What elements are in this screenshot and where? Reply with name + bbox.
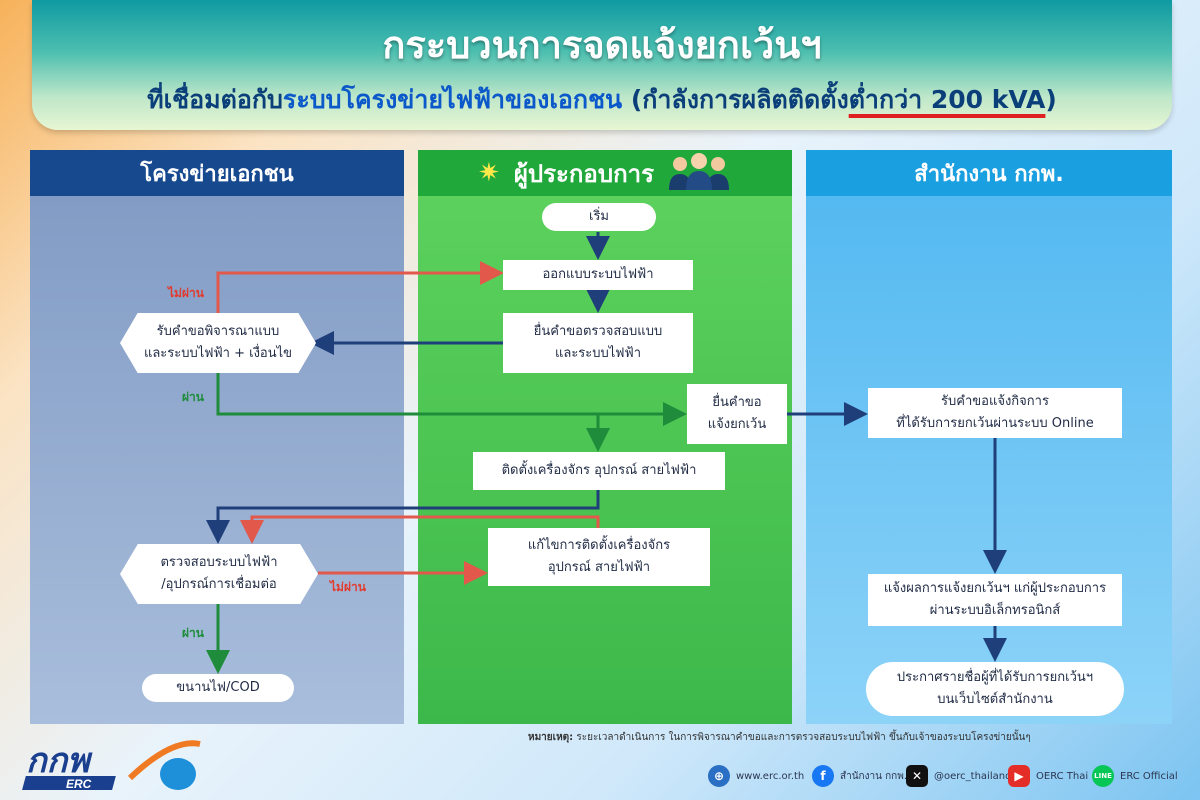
arrow-fix-to-inspect <box>240 515 600 544</box>
social-facebook[interactable]: f สำนักงาน กกพ. <box>812 764 907 788</box>
step-receive-online-request: รับคำขอแจ้งกิจการ ที่ได้รับการยกเว้นผ่าน… <box>868 388 1122 438</box>
step-install-equipment: ติดตั้งเครื่องจักร อุปกรณ์ สายไฟฟ้า <box>473 452 725 490</box>
step-inspect-connection: ตรวจสอบระบบไฟฟ้า /อุปกรณ์การเชื่อมต่อ <box>120 544 318 604</box>
label-pass-inspect: ผ่าน <box>182 626 204 640</box>
social-facebook-label: สำนักงาน กกพ. <box>840 770 908 782</box>
footnote-text: ระยะเวลาดำเนินการ ในการพิจารณาคำขอและการ… <box>573 732 1031 743</box>
social-youtube[interactable]: ▶ OERC Thai <box>1008 764 1088 788</box>
sparkle-icon: ✷ <box>478 158 500 188</box>
step-cod: ขนานไฟ/COD <box>142 674 294 702</box>
lane-header-private-grid: โครงข่ายเอกชน <box>30 150 404 196</box>
erc-logo: กกพ ERC <box>22 738 202 798</box>
step-announce-list: ประกาศรายชื่อผู้ที่ได้รับการยกเว้นฯ บนเว… <box>866 662 1124 716</box>
social-youtube-label: OERC Thai <box>1036 770 1089 782</box>
step-submit-exemption: ยื่นคำขอ แจ้งยกเว้น <box>687 384 787 444</box>
social-web-label: www.erc.or.th <box>736 770 805 782</box>
logo-main-text: กกพ <box>26 742 93 780</box>
subtitle-part-1: ที่เชื่อมต่อกับ <box>147 85 283 114</box>
page-subtitle: ที่เชื่อมต่อกับระบบโครงข่ายไฟฟ้าของเอกชน… <box>32 80 1172 120</box>
subtitle-part-3: (กำลังการผลิตติดตั้ง <box>622 85 849 114</box>
social-x[interactable]: ✕ @oerc_thailand <box>906 764 1011 788</box>
step-start: เริ่ม <box>542 203 656 231</box>
facebook-icon: f <box>812 765 834 787</box>
arrow-install-to-inspect <box>206 490 600 544</box>
arrow-fail-redesign <box>216 261 504 318</box>
social-web[interactable]: ⊕ www.erc.or.th <box>708 764 804 788</box>
subtitle-part-2: ระบบโครงข่ายไฟฟ้าของเอกชน <box>282 85 623 114</box>
people-icon <box>666 150 732 196</box>
label-fail-design: ไม่ผ่าน <box>168 286 204 300</box>
step-submit-inspection-request: ยื่นคำขอตรวจสอบแบบ และระบบไฟฟ้า <box>503 313 693 373</box>
step-notify-result: แจ้งผลการแจ้งยกเว้นฯ แก่ผู้ประกอบการ ผ่า… <box>868 574 1122 626</box>
step-consider-design: รับคำขอพิจารณาแบบ และระบบไฟฟ้า + เงื่อนไ… <box>120 313 316 373</box>
arrow-pass-to-exempt <box>216 373 687 426</box>
footnote-label: หมายเหตุ: <box>528 732 574 743</box>
lane-header-operator-label: ผู้ประกอบการ <box>513 159 654 188</box>
label-fail-inspect: ไม่ผ่าน <box>330 580 366 594</box>
subtitle-part-4: ต่ำกว่า 200 kVA <box>848 85 1046 114</box>
step-fix-installation: แก้ไขการติดตั้งเครื่องจักร อุปกรณ์ สายไฟ… <box>488 528 710 586</box>
lane-header-operator: ✷ ผู้ประกอบการ <box>418 150 792 196</box>
youtube-icon: ▶ <box>1008 765 1030 787</box>
x-icon: ✕ <box>906 765 928 787</box>
social-x-label: @oerc_thailand <box>934 770 1012 782</box>
step-design-system: ออกแบบระบบไฟฟ้า <box>503 260 693 290</box>
lane-header-erc-office: สำนักงาน กกพ. <box>806 150 1172 196</box>
logo-sub-text: ERC <box>66 777 92 791</box>
globe-icon: ⊕ <box>708 765 730 787</box>
social-line-label: ERC Official <box>1120 770 1178 782</box>
line-icon: LINE <box>1092 765 1114 787</box>
social-line[interactable]: LINE ERC Official <box>1092 764 1178 788</box>
header-banner <box>32 0 1172 130</box>
subtitle-part-5: ) <box>1045 85 1057 114</box>
page-title: กระบวนการจดแจ้งยกเว้นฯ <box>382 23 822 67</box>
footnote: หมายเหตุ: ระยะเวลาดำเนินการ ในการพิจารณา… <box>528 730 1031 745</box>
label-pass-design: ผ่าน <box>182 390 204 404</box>
